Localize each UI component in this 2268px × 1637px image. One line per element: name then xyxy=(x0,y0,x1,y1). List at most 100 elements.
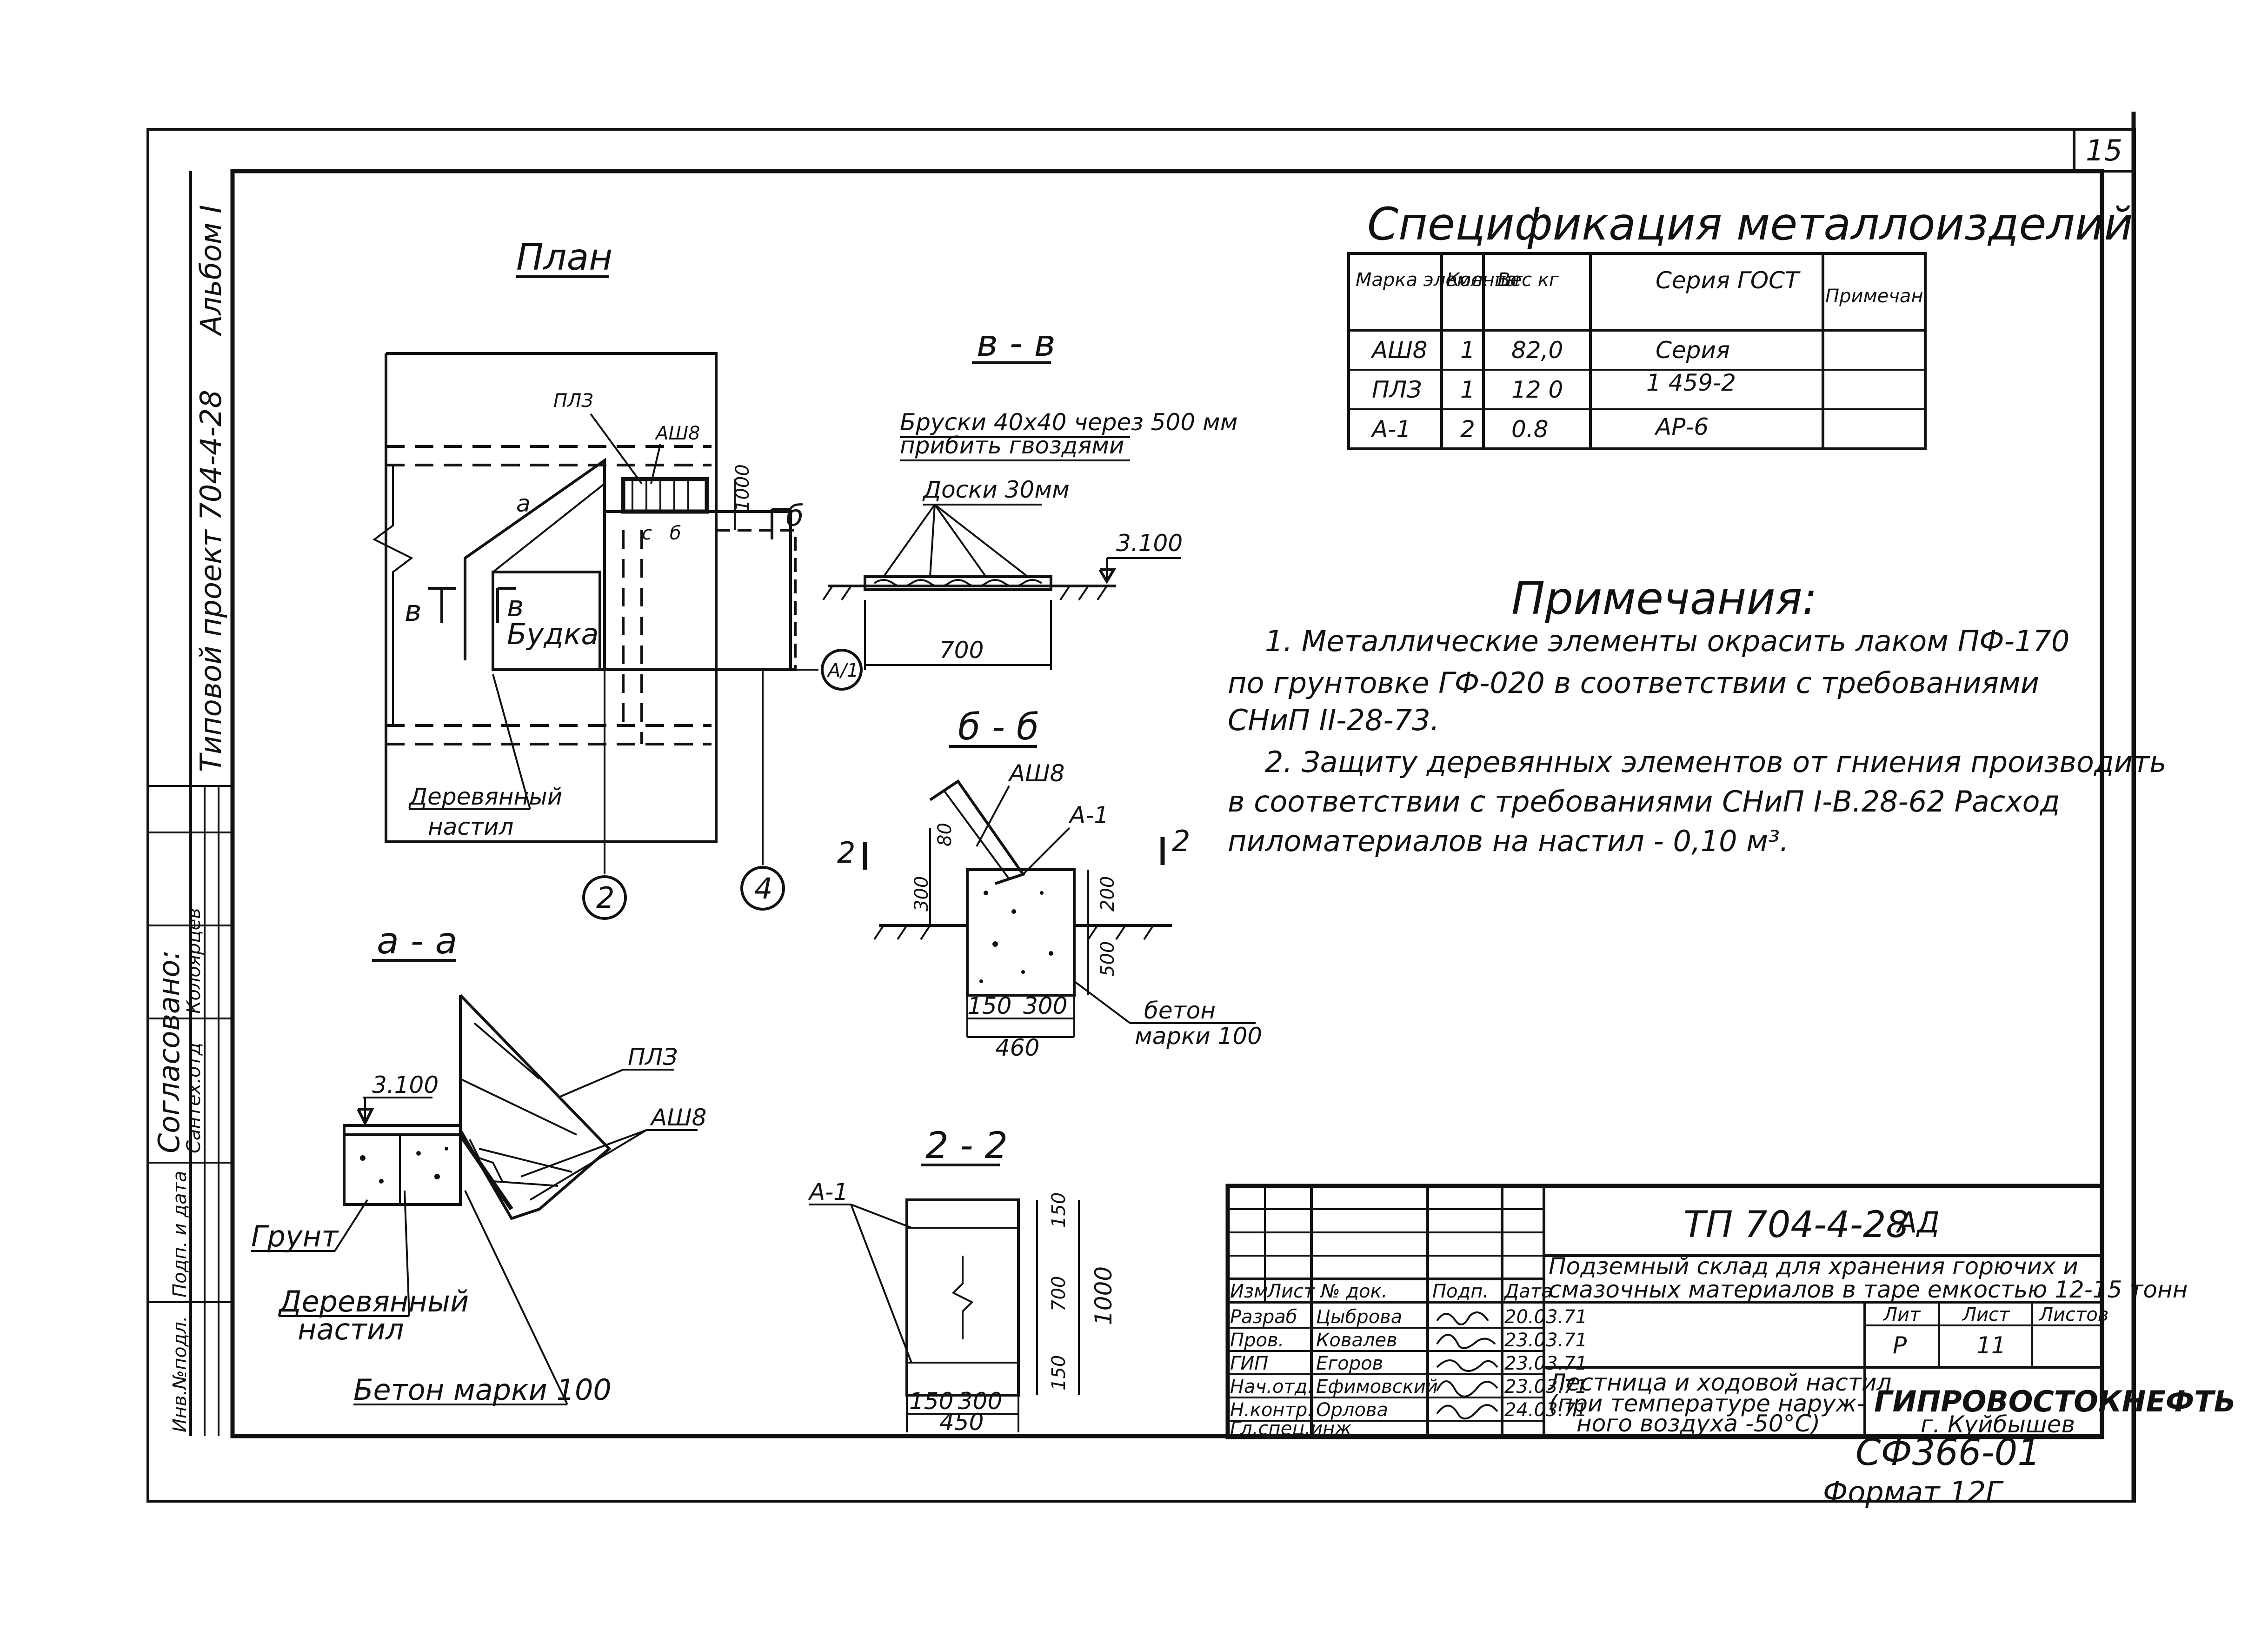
spec-r0c1: 1 xyxy=(1460,337,1475,364)
section-22: 2 - 2 А-1 150 700 150 1000 150 300 450 xyxy=(808,1125,1117,1436)
notes-line-0: 1. Металлические элементы окрасить лаком… xyxy=(1265,624,2069,658)
vv-boards: Доски 30мм xyxy=(922,476,1070,503)
notes-line-3: 2. Защиту деревянных элементов от гниени… xyxy=(1265,745,2167,779)
tb-p3-role: Нач.отд. xyxy=(1230,1376,1313,1397)
notes-line-1: по грунтовке ГФ-020 в соответствии с тре… xyxy=(1228,666,2039,700)
bb-cut-left: 2 xyxy=(837,836,855,870)
tb-p2-role: ГИП xyxy=(1230,1353,1268,1374)
spec-r1c2: 12 0 xyxy=(1511,376,1563,403)
tb-name1: Подземный склад для хранения горючих и xyxy=(1549,1253,2078,1280)
tb-city: г. Куйбышев xyxy=(1921,1411,2075,1438)
tb-hdr-4: Дата xyxy=(1503,1281,1553,1302)
spec-r1c0: ПЛЗ xyxy=(1372,376,1422,403)
bb-cut-right: 2 xyxy=(1172,824,1190,858)
notes-line-5: пиломатериалов на настил - 0,10 м³. xyxy=(1228,824,1789,858)
tb-mark: АД xyxy=(1896,1205,1940,1239)
tb-title2: (при температуре наруж- xyxy=(1549,1390,1865,1417)
plan-v-left: в xyxy=(405,594,422,628)
plan-v-right: в xyxy=(507,589,524,623)
signature-3 xyxy=(1436,1359,1498,1372)
plan-c: с xyxy=(642,523,652,544)
side-inv: Инв.№подл. xyxy=(169,1316,191,1432)
tb-p2-name: Егоров xyxy=(1316,1353,1383,1374)
plan-view: План Будка ПЛЗ АШ8 а с б 1000 xyxy=(372,237,863,920)
s22-dim-450: 450 xyxy=(939,1409,984,1436)
tb-p1-date: 23.03.71 xyxy=(1504,1330,1587,1351)
axis-4-bubble xyxy=(740,866,785,911)
side-album: Альбом I xyxy=(194,205,228,337)
bb-dim-460: 460 xyxy=(995,1034,1039,1061)
tb-p0-name: Цыброва xyxy=(1316,1306,1402,1328)
vv-level: 3.100 xyxy=(1116,530,1183,557)
tb-sheet-label: Лист xyxy=(1962,1304,2010,1325)
plan-b-mark: б xyxy=(786,499,804,532)
section-bb: б - б АШ8 А-1 2 2 300 80 xyxy=(837,706,1262,1061)
bb-dim-200: 200 xyxy=(1097,876,1118,912)
aa-concrete: Бетон марки 100 xyxy=(353,1373,612,1407)
side-name: Колоярцев xyxy=(183,908,205,1014)
side-stamp: Альбом I Типовой проект 704-4-28 Согласо… xyxy=(148,171,233,1436)
tb-p2-date: 23.03.71 xyxy=(1504,1353,1587,1374)
aa-title: а - а xyxy=(377,920,457,962)
bb-a1: А-1 xyxy=(1068,802,1109,829)
bb-concrete-block xyxy=(966,868,1076,997)
tb-sheets-label: Листов xyxy=(2038,1304,2108,1325)
plan-ash8: АШ8 xyxy=(654,423,700,444)
spec-r1c1: 1 xyxy=(1460,376,1475,403)
aa-wood2: настил xyxy=(298,1312,404,1346)
side-dept: Сантех.отд xyxy=(183,1043,205,1153)
notes: Примечания: 1. Металлические элементы ок… xyxy=(1228,572,2167,858)
notes-line-2: СНиП II-28-73. xyxy=(1228,703,1439,737)
tb-p5-role: Гл.спец.инж xyxy=(1230,1418,1351,1439)
section-aa: а - а 3.100 ПЛЗ АШ8 Грунт Деревянный xyxy=(251,920,706,1407)
spec-title: Спецификация металлоизделий xyxy=(1367,198,2133,250)
tb-lit-label: Лит xyxy=(1882,1304,1921,1325)
notes-line-4: в соответствии с требованиями СНиП I-В.2… xyxy=(1228,785,2060,818)
s22-a1: А-1 xyxy=(808,1178,848,1205)
spec-h1: Кол. шт xyxy=(1446,269,1523,291)
plan-axis2: 2 xyxy=(596,881,614,915)
tb-p4-name: Орлова xyxy=(1316,1399,1388,1421)
spec-r0c3: Серия xyxy=(1656,337,1730,364)
signature-4 xyxy=(1436,1380,1498,1397)
vv-note1: Бруски 40х40 через 500 мм xyxy=(900,409,1238,436)
spec-r2c0: А-1 xyxy=(1370,416,1411,443)
tb-p1-role: Пров. xyxy=(1230,1330,1284,1351)
section-vv: в - в Бруски 40х40 через 500 мм прибить … xyxy=(822,323,1238,670)
side-project: Типовой проект 704-4-28 xyxy=(194,390,228,772)
page-number-box xyxy=(2073,128,2135,173)
tb-title1: Лестница и ходовой настил xyxy=(1548,1369,1891,1396)
signature-2 xyxy=(1436,1334,1496,1349)
tb-title3: ного воздуха -50°С) xyxy=(1576,1410,1820,1437)
aa-soil: Грунт xyxy=(251,1219,339,1253)
s22-block xyxy=(905,1198,1020,1397)
s22-dim-150: 150 xyxy=(1048,1192,1070,1228)
tb-p4-date: 24.03.71 xyxy=(1504,1399,1587,1421)
side-sign-date: Подп. и дата xyxy=(169,1171,191,1298)
aa-ash8: АШ8 xyxy=(650,1104,706,1131)
tb-org: ГИПРОВОСТОКНЕФТЬ xyxy=(1874,1384,2236,1418)
s22-title: 2 - 2 xyxy=(925,1125,1008,1167)
tb-name2: смазочных материалов в таре емкостью 12-… xyxy=(1549,1276,2188,1303)
page-number: 15 xyxy=(2086,133,2122,167)
side-agreed: Согласовано: xyxy=(152,950,186,1153)
bb-ash8: АШ8 xyxy=(1008,760,1064,787)
tb-p3-name: Ефимовский xyxy=(1316,1376,1438,1397)
bb-title: б - б xyxy=(958,706,1039,748)
tb-hdr-1: Лист xyxy=(1266,1281,1315,1302)
tb-p1-name: Ковалев xyxy=(1316,1330,1397,1351)
tb-hdr-0: Изм xyxy=(1230,1281,1268,1302)
notes-title: Примечания: xyxy=(1511,572,1817,625)
tb-hdr-3: Подп. xyxy=(1432,1281,1489,1302)
spec-h2: Вес кг xyxy=(1497,269,1559,291)
title-block: ТП 704-4-28 АД Подземный склад для хране… xyxy=(1225,1184,2236,1439)
tb-code: ТП 704-4-28 xyxy=(1683,1204,1909,1246)
tb-p0-date: 20.03.71 xyxy=(1504,1306,1587,1328)
tb-sheet: 11 xyxy=(1976,1332,2006,1359)
s22-dim-700: 700 xyxy=(1048,1276,1070,1311)
plan-wood2: настил xyxy=(428,813,513,840)
signature-5 xyxy=(1436,1404,1498,1420)
tb-p4-role: Н.контр. xyxy=(1230,1399,1313,1421)
tb-p0-role: Разраб xyxy=(1230,1306,1297,1328)
